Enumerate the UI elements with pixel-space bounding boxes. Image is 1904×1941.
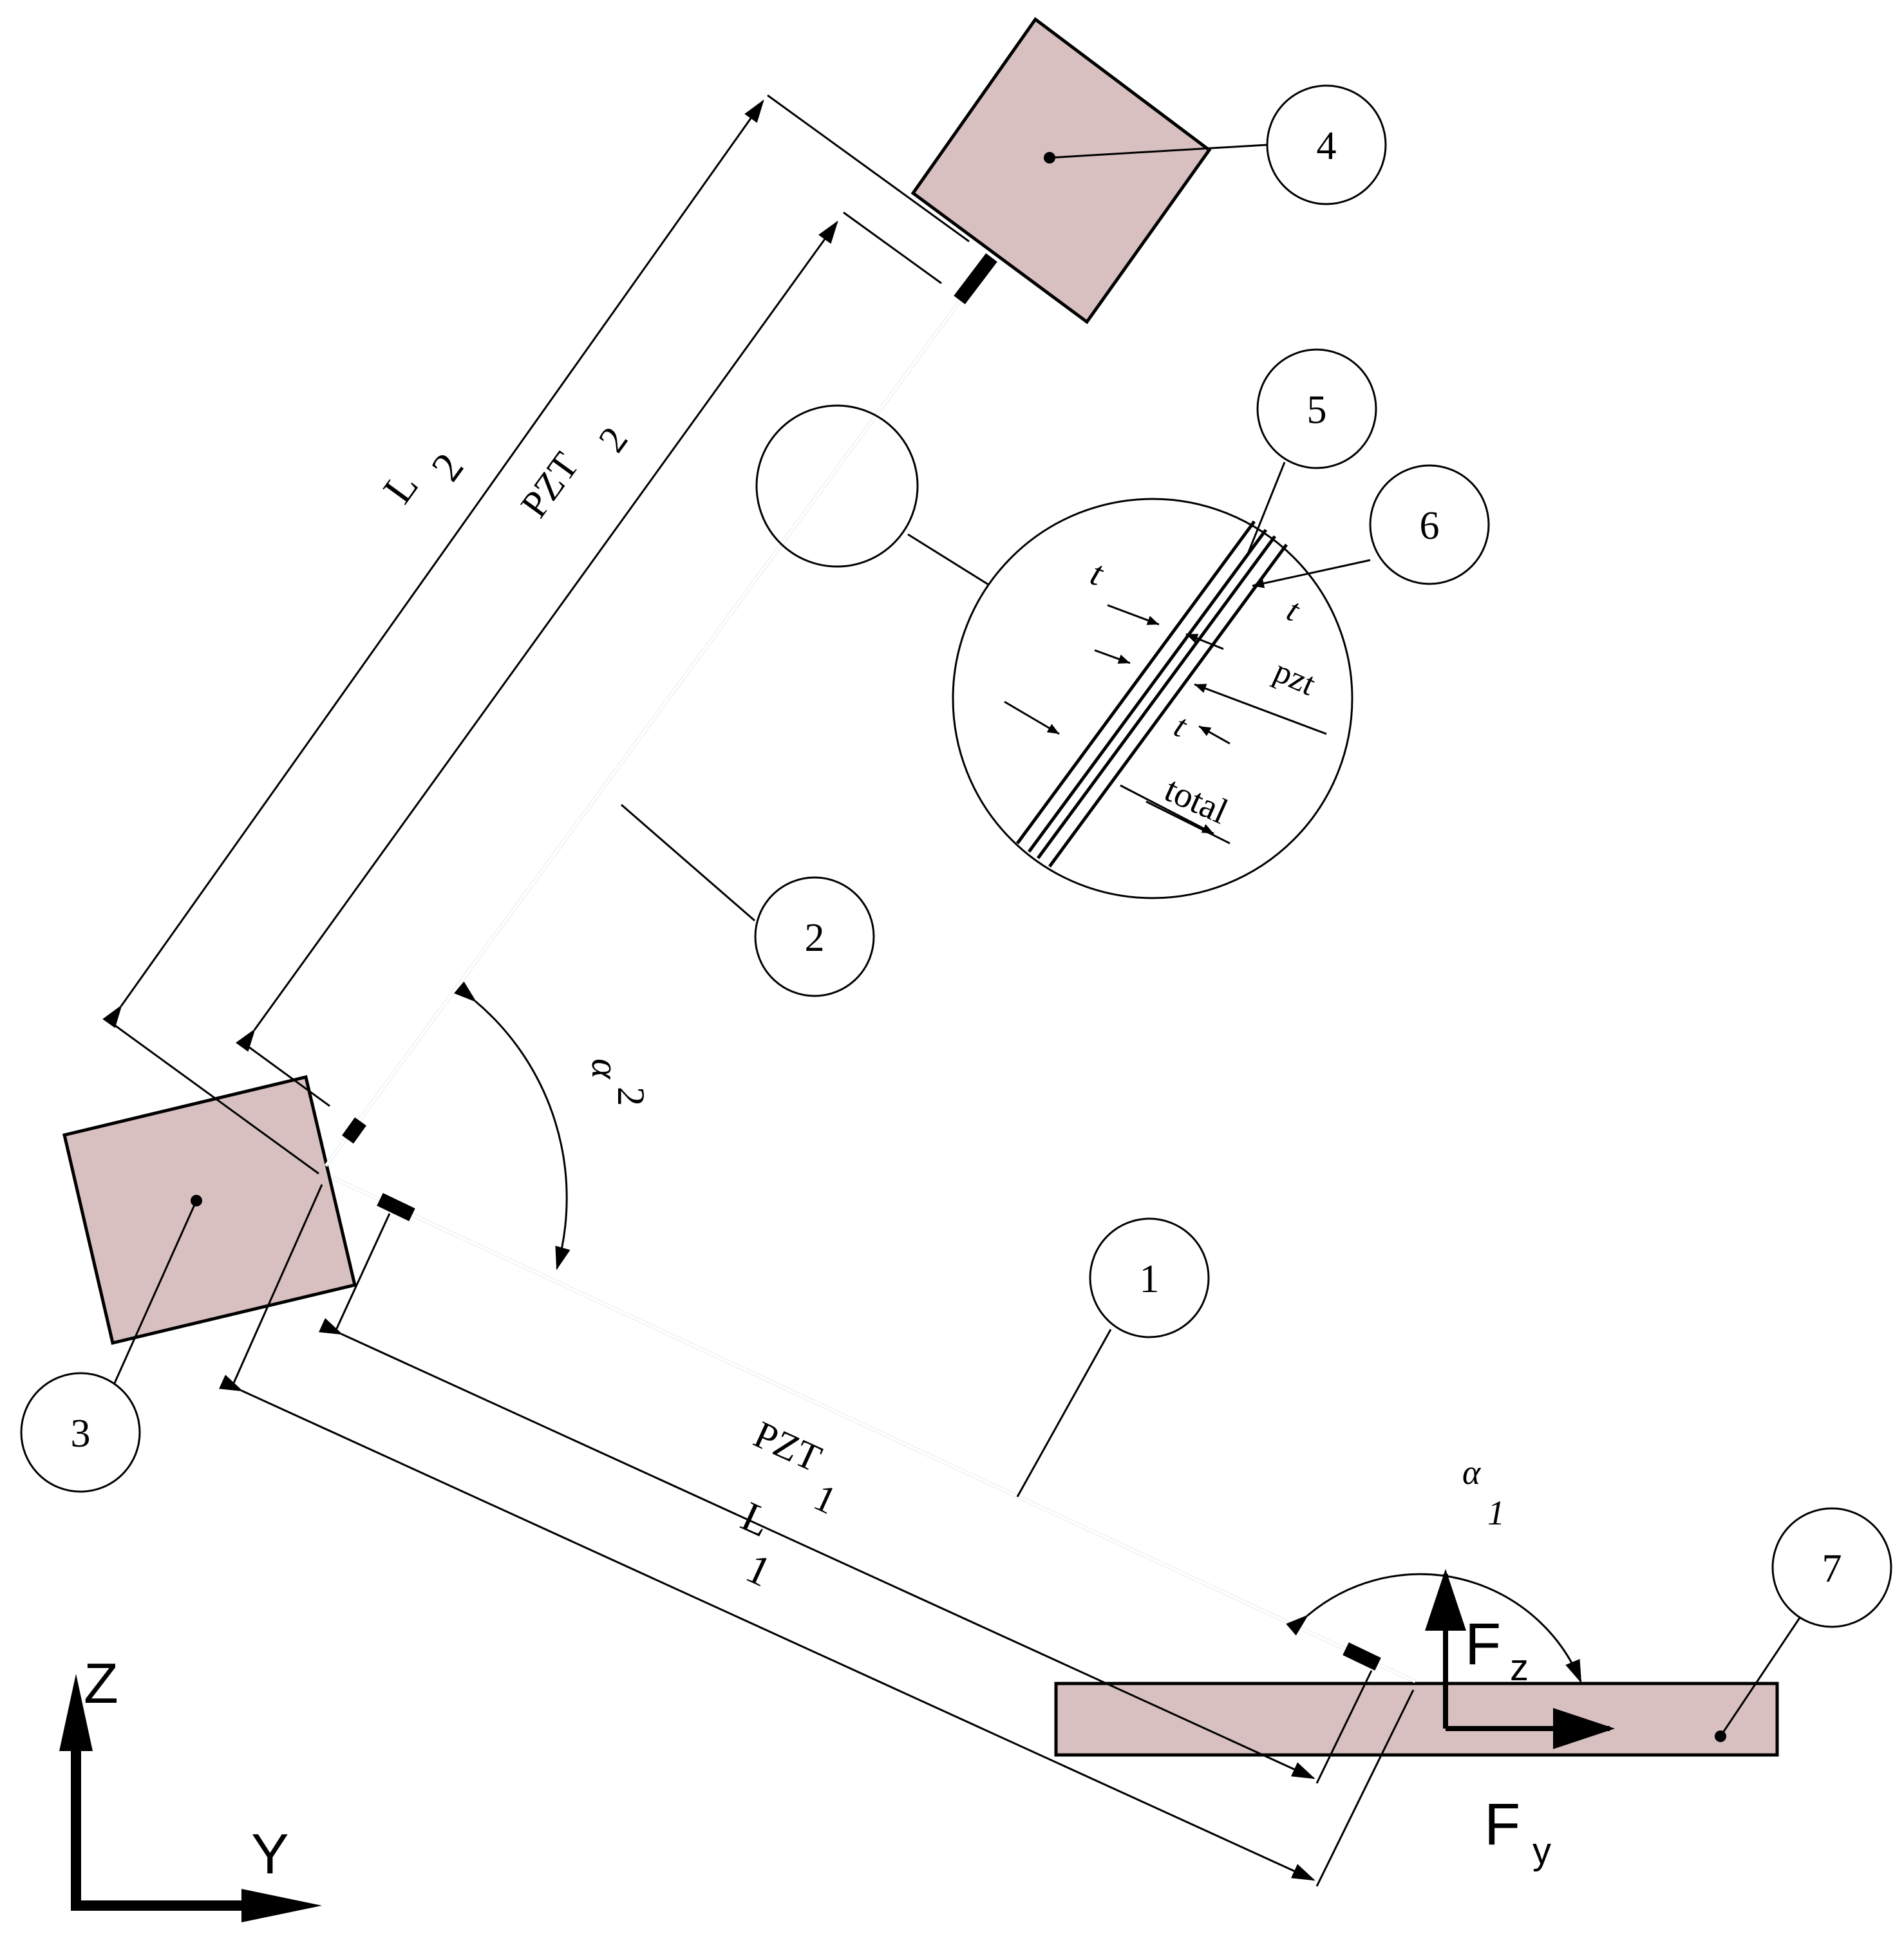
label-Fy: F y bbox=[1484, 1792, 1551, 1872]
svg-text:t: t bbox=[1086, 553, 1109, 594]
svg-text:α: α bbox=[1462, 1453, 1482, 1492]
svg-text:7: 7 bbox=[1822, 1547, 1842, 1591]
svg-text:t: t bbox=[1169, 708, 1193, 745]
svg-text:pzt: pzt bbox=[1268, 653, 1321, 703]
svg-text:1: 1 bbox=[739, 1544, 778, 1596]
svg-text:2: 2 bbox=[805, 916, 825, 960]
axis-label-Z: Z bbox=[84, 1651, 118, 1715]
callout-1: 1 bbox=[1089, 1217, 1210, 1338]
label-L1: L 1 bbox=[734, 1493, 778, 1596]
svg-text:5: 5 bbox=[1307, 388, 1327, 432]
detail-source-circle bbox=[755, 404, 919, 568]
detail-leader bbox=[907, 533, 989, 586]
dimension-PZT2 bbox=[235, 211, 942, 1107]
dimension-L1 bbox=[218, 1184, 1415, 1887]
svg-text:6: 6 bbox=[1420, 504, 1440, 548]
svg-text:2: 2 bbox=[610, 1087, 652, 1106]
leader-1 bbox=[1016, 1329, 1112, 1497]
svg-text:F: F bbox=[1465, 1611, 1501, 1677]
svg-text:α: α bbox=[584, 1058, 627, 1080]
coordinate-axes bbox=[59, 1674, 322, 1922]
detail-layers bbox=[1015, 520, 1288, 868]
detail-circle bbox=[952, 498, 1353, 899]
svg-text:L: L bbox=[734, 1493, 777, 1546]
label-alpha1: α 1 bbox=[1462, 1453, 1505, 1532]
svg-text:2: 2 bbox=[422, 445, 473, 490]
svg-text:total: total bbox=[1159, 769, 1234, 832]
callout-6: 6 bbox=[1369, 464, 1490, 585]
leader-4 bbox=[1049, 144, 1268, 159]
svg-text:z: z bbox=[1510, 1647, 1529, 1689]
svg-text:t: t bbox=[1281, 592, 1306, 630]
block-4 bbox=[910, 17, 1212, 324]
detail-leader-6 bbox=[1252, 559, 1371, 588]
svg-text:y: y bbox=[1532, 1830, 1551, 1872]
label-alpha2: α 2 bbox=[584, 1058, 652, 1106]
svg-text:1: 1 bbox=[1487, 1494, 1505, 1532]
label-Fz: F z bbox=[1465, 1611, 1529, 1689]
dimension-L2 bbox=[102, 94, 970, 1175]
svg-text:2: 2 bbox=[590, 419, 636, 460]
angle-alpha2-arc bbox=[454, 981, 570, 1270]
svg-text:3: 3 bbox=[71, 1412, 91, 1456]
svg-text:1: 1 bbox=[1140, 1257, 1160, 1301]
leader-7 bbox=[1719, 1617, 1801, 1737]
callout-2: 2 bbox=[754, 876, 875, 997]
leader-2 bbox=[621, 803, 755, 922]
callout-7: 7 bbox=[1771, 1507, 1892, 1628]
callout-5: 5 bbox=[1256, 348, 1377, 469]
leader-3 bbox=[111, 1200, 198, 1388]
callout-3: 3 bbox=[20, 1372, 141, 1493]
svg-text:F: F bbox=[1484, 1792, 1520, 1857]
svg-text:1: 1 bbox=[807, 1476, 843, 1522]
svg-text:L: L bbox=[374, 464, 428, 512]
label-L2: L 2 bbox=[374, 445, 473, 512]
block-3 bbox=[62, 1074, 357, 1346]
svg-text:PZT: PZT bbox=[748, 1413, 827, 1480]
detail-leader-5 bbox=[1247, 462, 1286, 554]
beam-2 bbox=[324, 253, 997, 1167]
beam-1 bbox=[332, 1176, 1417, 1683]
callout-4: 4 bbox=[1266, 84, 1387, 205]
svg-text:PZT: PZT bbox=[513, 445, 587, 525]
block-7 bbox=[1054, 1682, 1779, 1757]
svg-text:4: 4 bbox=[1317, 124, 1337, 168]
axis-label-Y: Y bbox=[251, 1822, 289, 1886]
label-PZT2: PZT 2 bbox=[513, 419, 636, 525]
